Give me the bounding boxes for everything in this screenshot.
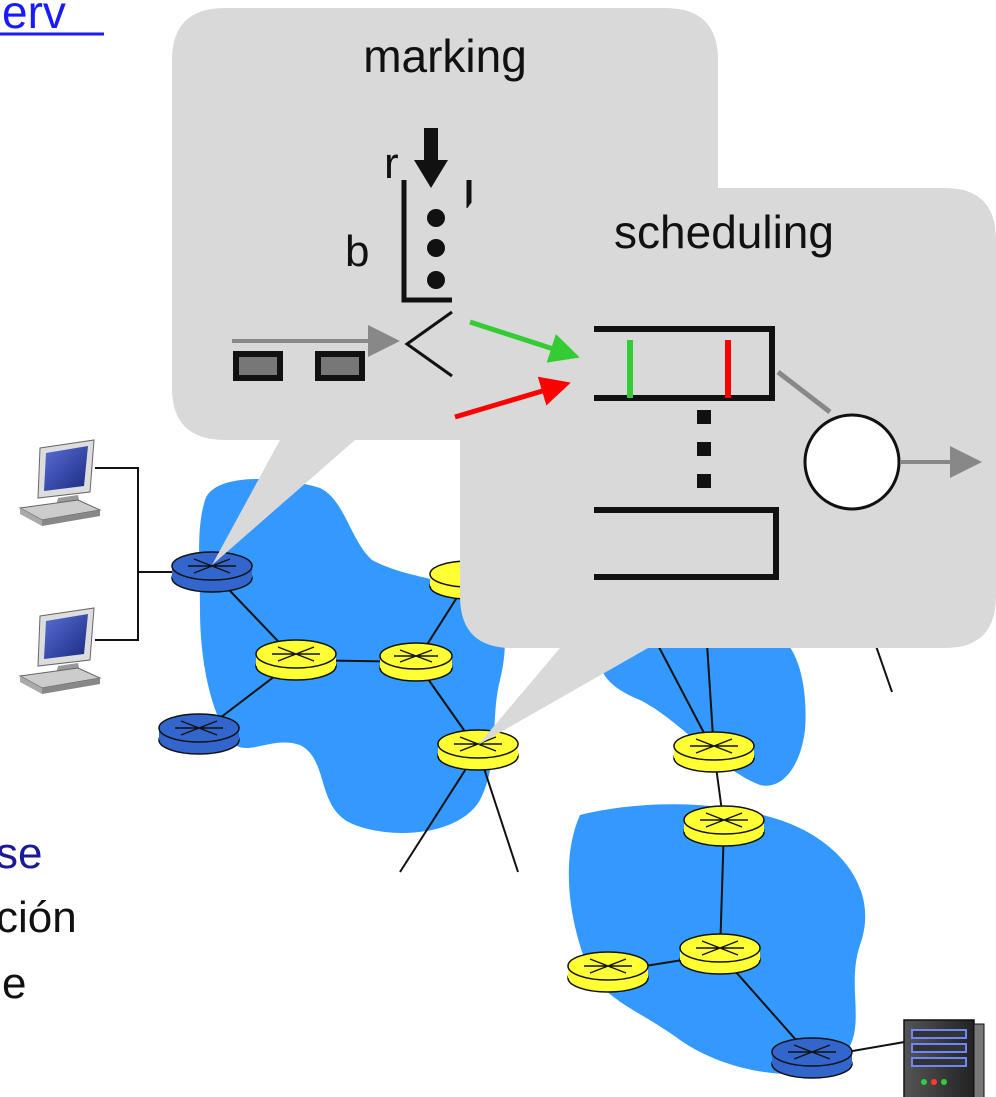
router-core-right[interactable] [673,731,755,773]
router-core-left[interactable] [255,639,337,681]
router-core-bottom-left[interactable] [567,951,649,993]
top-link-text[interactable]: erv [2,0,66,38]
token-arrow-shaft [424,128,438,162]
bucket-size-label: b [345,227,369,276]
network-cloud-left [199,478,505,833]
queue-ellipsis [697,410,711,488]
host-links [95,467,196,641]
packet-2 [315,351,365,381]
marking-title: marking [363,30,527,82]
host-computer-top-icon[interactable] [18,439,102,526]
packet-1 [233,351,283,381]
classifier-diamond [404,310,453,378]
router-edge-bottom-right[interactable] [771,1037,853,1079]
green-marked-arrow [469,319,580,363]
router-core-bottom-top[interactable] [683,805,765,847]
line-1-text: se [0,829,42,878]
router-edge-top[interactable] [171,551,253,593]
scheduling-title: scheduling [614,206,834,258]
queue-bottom [594,507,779,580]
router-core-bottom-mid[interactable] [679,933,761,975]
red-marked-arrow [454,376,571,420]
queue-top [594,326,775,401]
router-edge-bottom-left[interactable] [158,713,240,755]
scheduling-callout: scheduling [460,188,996,745]
queue-to-link-line [776,370,832,414]
line-2-text: ción [0,893,77,942]
token-rate-label: r [384,139,399,188]
server-icon[interactable] [903,1019,985,1097]
router-core-middle[interactable] [379,642,453,682]
output-link-circle [803,413,901,511]
router-core-lower[interactable] [437,729,519,771]
token-bucket [401,180,472,303]
token-arrow-head [414,160,448,188]
host-computer-bottom-icon[interactable] [18,607,102,694]
line-3-text: e [2,959,26,1008]
